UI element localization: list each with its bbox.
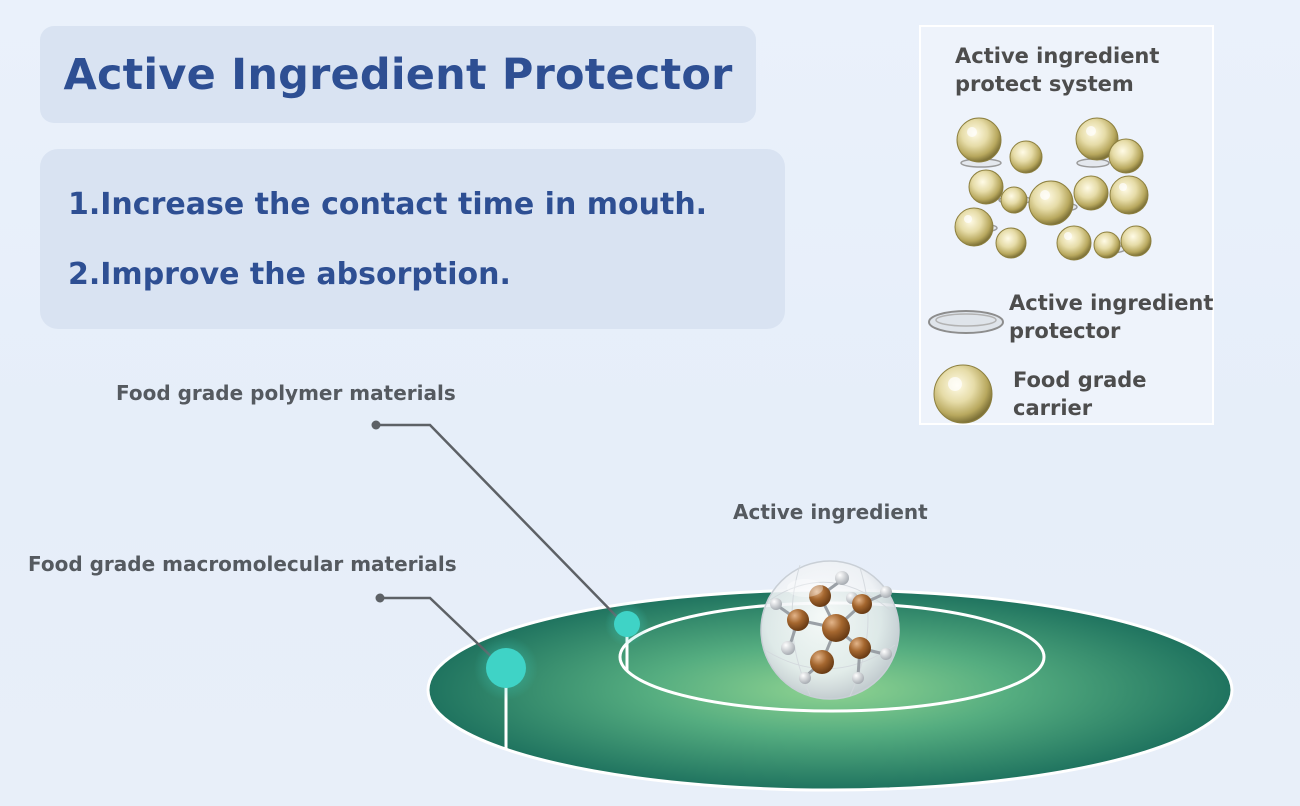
active-ingredient-molecule — [760, 560, 900, 700]
benefit-point-2: 2.Improve the absorption. — [68, 257, 511, 292]
polymer-marker — [614, 611, 640, 637]
label-polymer-materials: Food grade polymer materials — [116, 381, 456, 405]
legend-panel: Active ingredient protect system — [919, 25, 1214, 425]
benefit-point-1: 1.Increase the contact time in mouth. — [68, 187, 708, 222]
macromolecular-leader-dot — [375, 593, 385, 603]
title-banner: Active Ingredient Protector — [40, 26, 756, 123]
benefits-panel: 1.Increase the contact time in mouth. 2.… — [40, 149, 785, 329]
macromolecular-marker — [486, 648, 526, 688]
protector-disc-icon — [928, 310, 1004, 334]
legend-item-protector: Active ingredient protector — [921, 287, 1216, 357]
page-title: Active Ingredient Protector — [63, 49, 733, 100]
legend-title: Active ingredient protect system — [955, 44, 1160, 96]
legend-label-protector: Active ingredient protector — [1009, 291, 1214, 343]
label-active-ingredient: Active ingredient — [733, 500, 928, 524]
leader-lines — [376, 423, 621, 661]
legend-label-carrier: Food grade carrier — [1013, 368, 1147, 420]
macromolecular-leader-line — [380, 596, 496, 661]
carrier-sphere-icon — [933, 364, 993, 424]
polymer-leader-dot — [371, 420, 381, 430]
polymer-leader-line — [376, 423, 621, 621]
carrier-cluster-illustration — [954, 117, 1152, 261]
legend-item-carrier: Food grade carrier — [921, 362, 1216, 428]
label-macromolecular-materials: Food grade macromolecular materials — [28, 552, 457, 576]
